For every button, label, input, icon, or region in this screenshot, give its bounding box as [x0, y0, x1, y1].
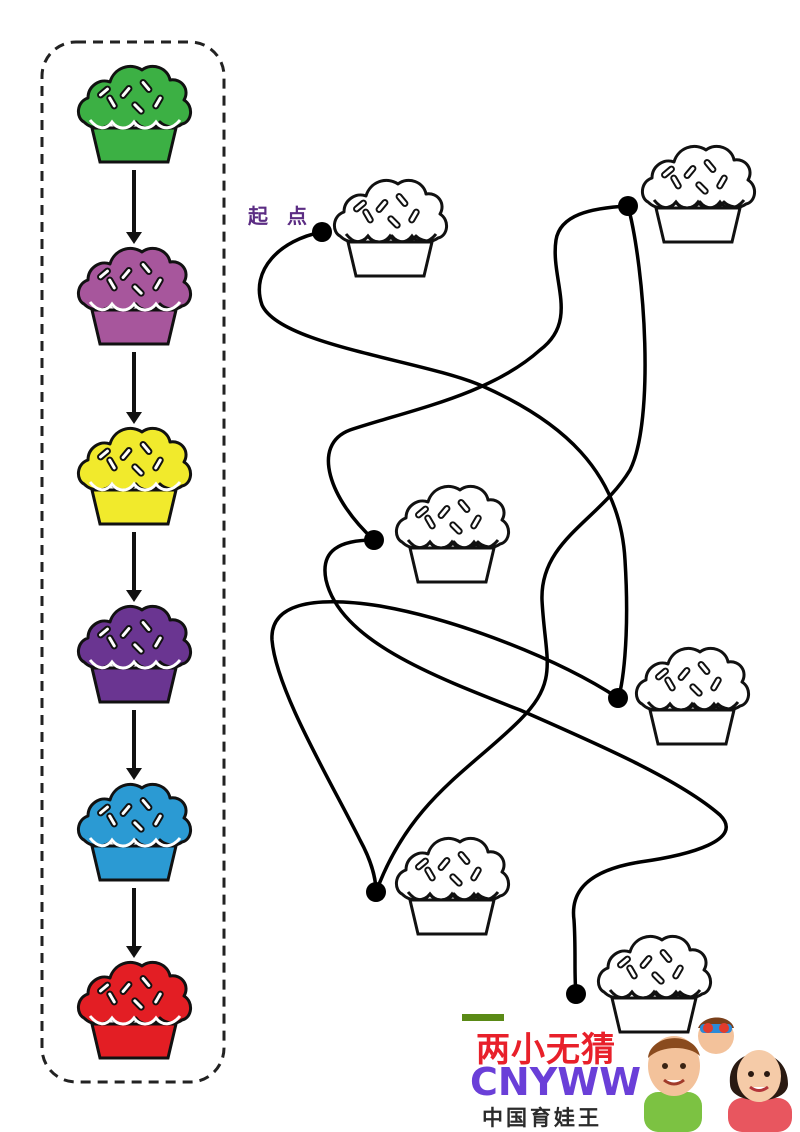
maze-node[interactable]: [364, 530, 384, 550]
sequence-cupcake: [76, 782, 193, 882]
arrow-head: [126, 232, 142, 244]
sequence-cupcake: [76, 604, 193, 704]
outline-cupcake: [634, 646, 751, 746]
sequence-cupcake: [76, 426, 193, 526]
outline-cupcakes: [332, 144, 757, 1034]
mascot-girl: [728, 1050, 792, 1132]
maze-paths: [257, 204, 728, 996]
maze-path-5: [270, 600, 620, 894]
sequence-cupcake: [76, 246, 193, 346]
sequence-arrows: [126, 170, 142, 958]
maze-path-2: [326, 204, 630, 542]
maze-node[interactable]: [566, 984, 586, 1004]
maze-node[interactable]: [366, 882, 386, 902]
arrow-head: [126, 768, 142, 780]
logo-title-cn: 两小无猜: [476, 1030, 616, 1070]
logo-subtitle-cn: 中国育娃王: [482, 1106, 602, 1130]
maze-path-4: [323, 538, 728, 996]
outline-cupcake: [332, 178, 449, 278]
arrow-head: [126, 590, 142, 602]
arrow-head: [126, 412, 142, 424]
logo-accent-bar: [462, 1014, 504, 1021]
maze-node[interactable]: [608, 688, 628, 708]
maze-node[interactable]: [618, 196, 638, 216]
mascot-child: [698, 1017, 734, 1054]
sequence-cupcake: [76, 64, 193, 164]
mascot-illustration: [644, 1017, 792, 1132]
outline-cupcake: [596, 934, 713, 1034]
brand-logo: 两小无猜 CNYWW 中国育娃王: [462, 1014, 800, 1132]
outline-cupcake: [394, 484, 511, 584]
outline-cupcake: [394, 836, 511, 936]
sequence-cupcake: [76, 960, 193, 1060]
outline-cupcake: [640, 144, 757, 244]
maze-path-3: [374, 204, 647, 894]
maze-node-start[interactable]: [312, 222, 332, 242]
color-sequence: [76, 64, 193, 1060]
mascot-boy: [644, 1036, 702, 1132]
sequence-panel-border: [40, 40, 226, 1084]
arrow-head: [126, 946, 142, 958]
logo-title-latin: CNYWW: [470, 1060, 642, 1104]
start-label: 起 点: [248, 204, 313, 228]
maze-path-1: [257, 230, 629, 700]
